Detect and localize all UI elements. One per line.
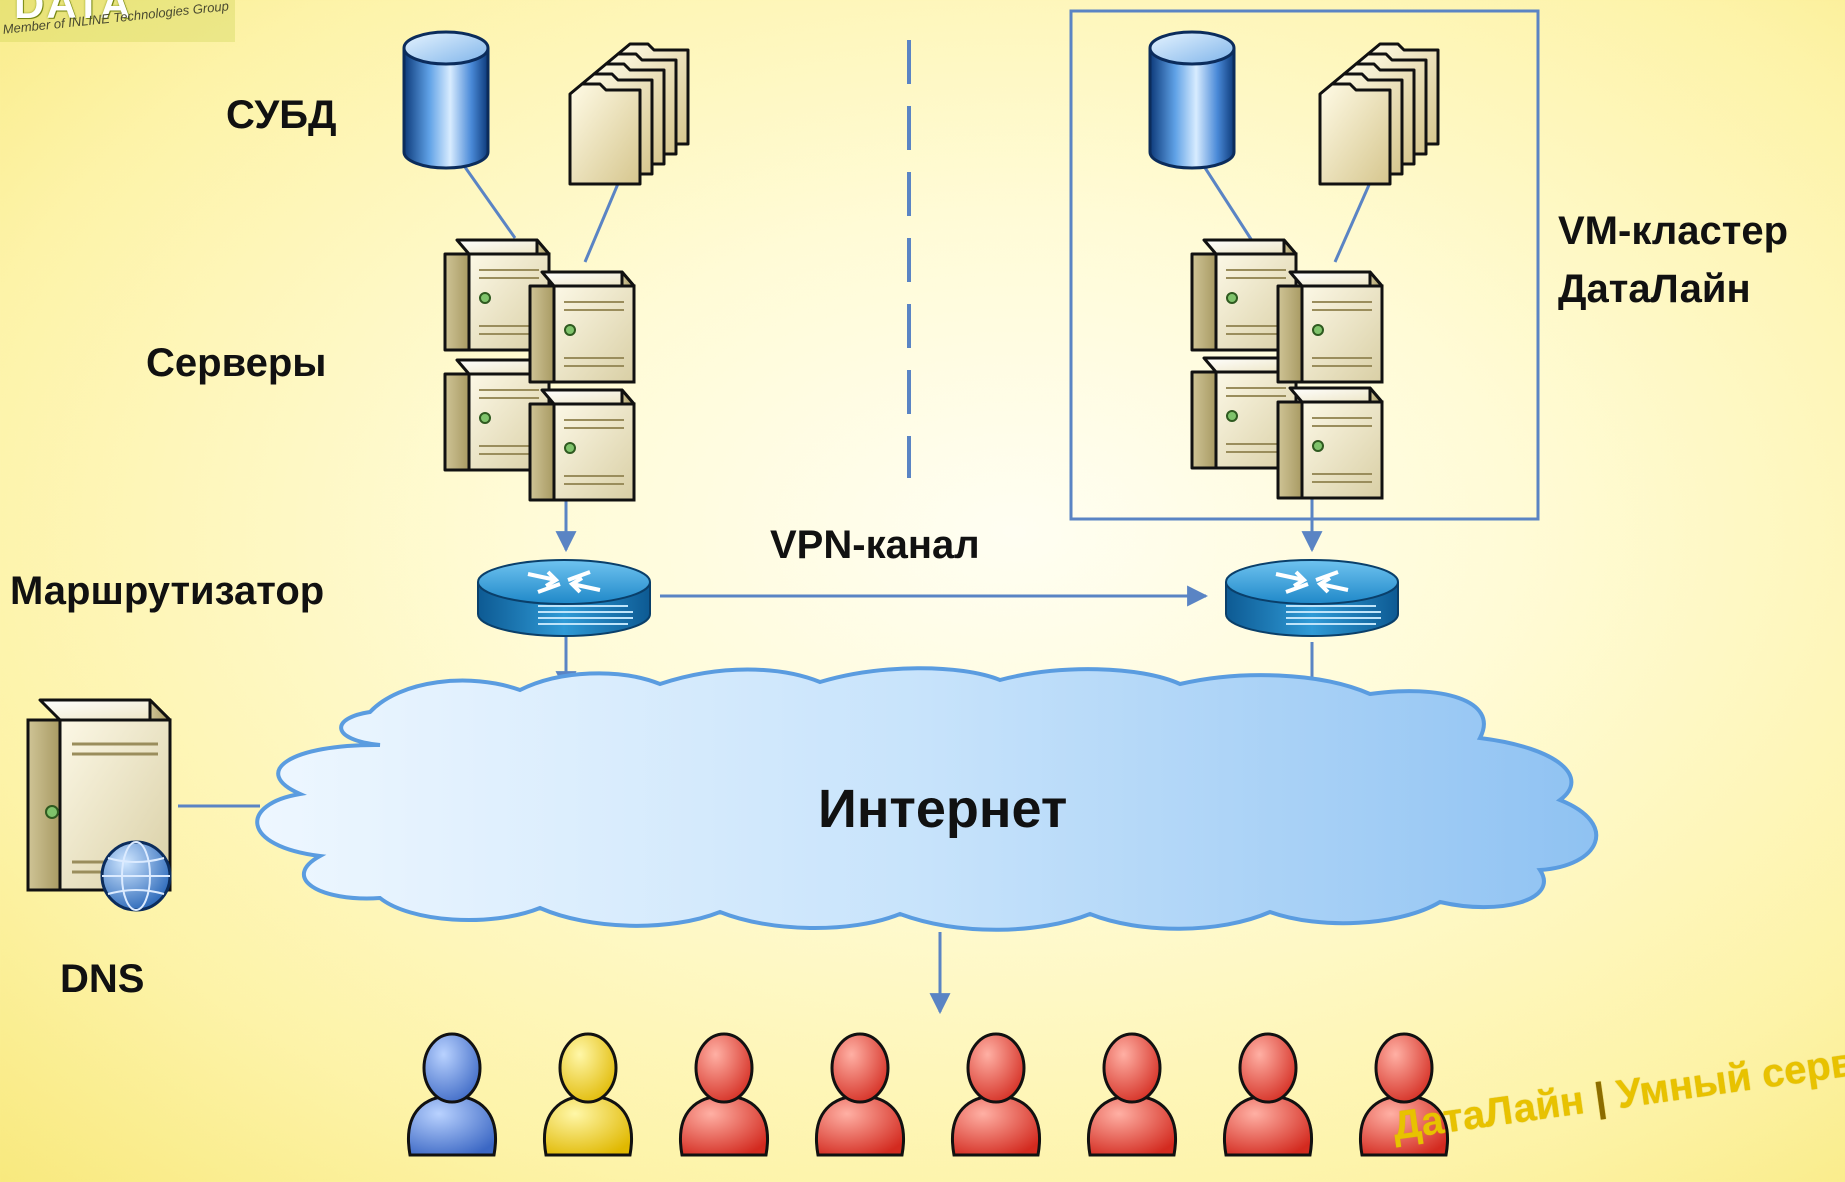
dns-label: DNS	[60, 957, 145, 1001]
database-icon	[1148, 30, 1236, 170]
router-icon	[1224, 558, 1400, 638]
router-icon	[476, 558, 652, 638]
user-icon	[950, 1032, 1042, 1157]
dns-server-icon	[26, 698, 172, 912]
folders-icon	[1318, 42, 1440, 186]
connector-line	[458, 159, 517, 239]
servers-label: Серверы	[146, 341, 327, 385]
internet-cloud	[255, 666, 1599, 932]
user-icon	[814, 1032, 906, 1157]
user-icon	[678, 1032, 770, 1157]
user-icon	[1222, 1032, 1314, 1157]
dbms-label: СУБД	[226, 93, 337, 137]
user-icon	[1086, 1032, 1178, 1157]
folders-icon	[568, 42, 690, 186]
servers-icon	[443, 238, 636, 502]
logo: DATA Member of INLINE Technologies Group	[0, 0, 230, 45]
users-row	[406, 1032, 1450, 1157]
servers-icon	[1190, 238, 1384, 500]
vm-cluster-frame	[1069, 9, 1540, 521]
datalayn-logo	[0, 0, 235, 42]
globe-icon	[100, 840, 172, 912]
user-icon	[406, 1032, 498, 1157]
slogan-separator: |	[1591, 1075, 1610, 1121]
user-icon	[542, 1032, 634, 1157]
vm-cluster-label-line1: VM-кластер	[1558, 209, 1788, 253]
logo-word: DATA	[14, 0, 133, 27]
database-icon	[402, 30, 490, 170]
internet-label: Интернет	[818, 779, 1068, 839]
router-label: Маршрутизатор	[10, 569, 325, 613]
vpn-label: VPN-канал	[770, 523, 980, 567]
connector-line	[1198, 159, 1260, 251]
vm-cluster-label-line2: ДатаЛайн	[1558, 267, 1751, 311]
